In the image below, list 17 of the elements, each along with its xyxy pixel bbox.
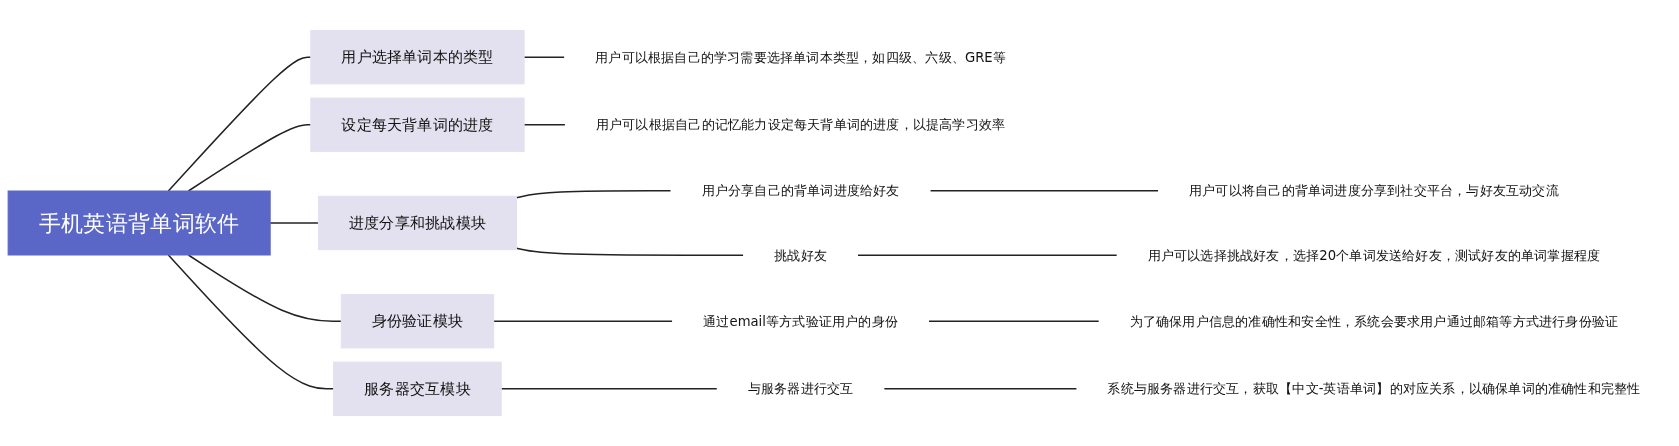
node-text: 挑战好友	[774, 247, 827, 263]
node-text: 用户分享自己的背单词进度给好友	[701, 182, 900, 199]
node-text: 与服务器进行交互	[747, 380, 854, 397]
node-text: 用户可以根据自己的学习需要选择单词本类型，如四级、六级、GRE等	[595, 49, 1006, 65]
node-box: 手机英语背单词软件	[7, 190, 271, 256]
node-box: 服务器交互模块	[333, 361, 502, 416]
node-text: 系统与服务器进行交互，获取【中文-英语单词】的对应关系，以确保单词的准确性和完整性	[1107, 380, 1641, 397]
node-box: 身份验证模块	[340, 294, 495, 349]
node-text: 用户可以根据自己的记忆能力设定每天背单词的进度，以提高学习效率	[595, 116, 1006, 133]
node-box: 进度分享和挑战模块	[317, 195, 517, 251]
node-box: 设定每天背单词的进度	[310, 97, 525, 152]
node-text: 为了确保用户信息的准确性和安全性，系统会要求用户通过邮箱等方式进行身份验证	[1129, 313, 1619, 329]
node-box: 用户选择单词本的类型	[310, 30, 525, 85]
connector	[515, 190, 672, 199]
node-text: 用户可以将自己的背单词进度分享到社交平台，与好友互动交流	[1189, 182, 1559, 199]
node-text: 通过email等方式验证用户的身份	[703, 313, 898, 329]
node-text: 用户可以选择挑战好友，选择20个单词发送给好友，测试好友的单词掌握程度	[1147, 247, 1601, 263]
